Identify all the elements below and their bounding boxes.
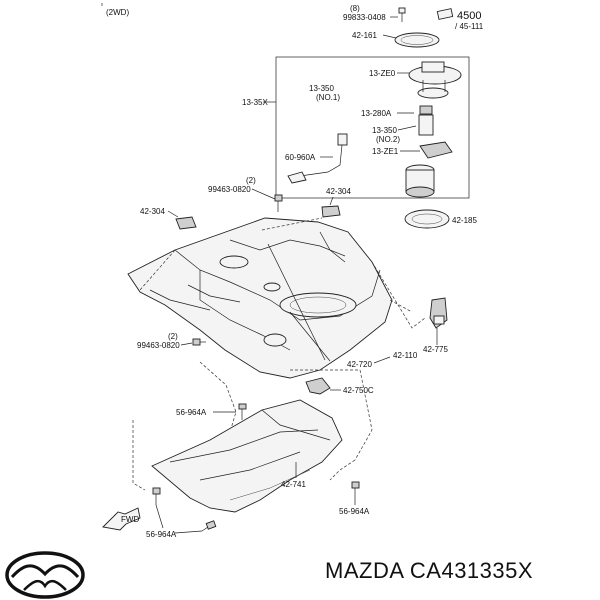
label-13-350-b: 13-350 — [372, 126, 397, 135]
label-13-280A: 13-280A — [361, 109, 392, 118]
label-42-775: 42-775 — [423, 345, 448, 354]
label-no2: (NO.2) — [376, 135, 400, 144]
label-42-750C: 42-750C — [343, 386, 374, 395]
label-42-720: 42-720 — [347, 360, 372, 369]
pump-flange-part — [408, 61, 462, 99]
label-42-304-a: 42-304 — [140, 207, 165, 216]
label-99463-0820-a: 99463-0820 — [208, 185, 251, 194]
label-42-741: 42-741 — [281, 480, 306, 489]
label-8: (8) — [350, 4, 360, 13]
label-42-304-b: 42-304 — [326, 187, 351, 196]
pad-part-a — [175, 216, 197, 230]
bolt-part-top — [274, 194, 283, 212]
label-13-350-a: 13-350 — [309, 84, 334, 93]
label-56-964A-a: 56-964A — [176, 408, 207, 417]
service-part-box — [436, 8, 454, 20]
clip-part-b — [152, 487, 161, 505]
label-42-161: 42-161 — [352, 31, 377, 40]
fuel-tank-part — [127, 217, 393, 379]
label-56-964A-b: 56-964A — [339, 507, 370, 516]
label-no1: (NO.1) — [316, 93, 340, 102]
label-42-110: 42-110 — [393, 351, 418, 360]
heat-bracket-part — [305, 377, 331, 395]
variant-label: (2WD) — [106, 8, 129, 17]
clip-part-a — [238, 403, 247, 420]
pump-bracket-part — [419, 141, 453, 159]
bolt-part-lower — [192, 338, 206, 346]
strap-bracket-part — [429, 297, 448, 329]
label-13-ZE1: 13-ZE1 — [372, 147, 399, 156]
clip-part-c — [201, 520, 217, 532]
fwd-label: FWD — [121, 515, 139, 524]
forward-arrow-icon: FWD — [102, 507, 141, 531]
part-number-caption: MAZDA CA431335X — [325, 558, 534, 583]
label-60-960A: 60-960A — [285, 153, 316, 162]
mazda-logo-icon — [5, 551, 85, 599]
label-13-ZE0: 13-ZE0 — [369, 69, 396, 78]
fuel-pump-part — [418, 105, 434, 136]
fuel-pump-unit-box — [275, 56, 470, 199]
label-13-35X: 13-35X — [242, 98, 268, 107]
gasket-ring-part — [404, 209, 450, 229]
retaining-ring-part — [394, 32, 440, 48]
label-99833-0408: 99833-0408 — [343, 13, 386, 22]
label-56-964A-c: 56-964A — [146, 530, 177, 539]
label-99463-0820-b: 99463-0820 — [137, 341, 180, 350]
sender-unit-part — [287, 133, 348, 184]
label-42-185: 42-185 — [452, 216, 477, 225]
fuel-filter-part — [405, 164, 435, 198]
clip-part-d — [351, 481, 360, 500]
label-45-111: / 45-111 — [455, 22, 484, 31]
pad-part-b — [321, 205, 341, 218]
label-2-a: (2) — [246, 176, 256, 185]
label-4500: 4500 — [457, 10, 481, 22]
heat-insulator-part — [151, 399, 343, 513]
bolt-part — [398, 7, 406, 22]
label-2-b: (2) — [168, 332, 178, 341]
